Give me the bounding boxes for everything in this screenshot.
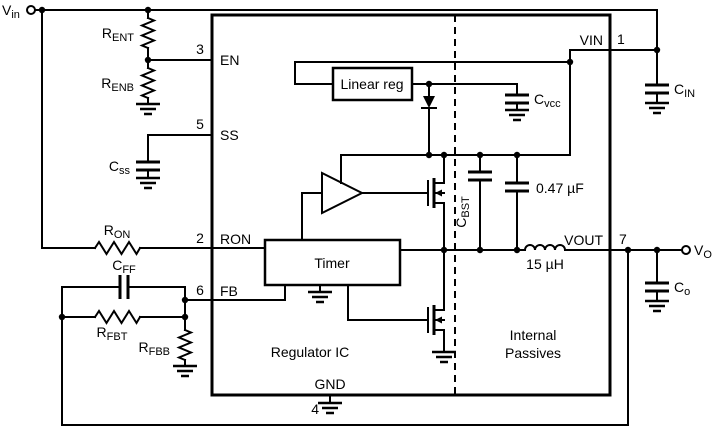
pin-vout-number: 7: [619, 231, 627, 247]
pin-vin-label: VIN: [580, 32, 603, 48]
capacitor-cff: [118, 275, 130, 299]
pin-fb-label: FB: [220, 283, 238, 299]
junction-dots: [38, 6, 661, 321]
cbst-label: CBST: [453, 196, 472, 228]
rfbt-label: RFBT: [97, 324, 128, 343]
vout-terminal-label: VO: [694, 242, 712, 261]
renb-label: RENB: [101, 75, 134, 94]
linear-reg-label: Linear reg: [340, 76, 403, 92]
resistor-ron: [93, 240, 142, 256]
inductor-value-label: 15 µH: [526, 256, 564, 272]
pin-ron-number: 2: [196, 230, 204, 246]
pin-en-label: EN: [220, 52, 239, 68]
capacitor-co: [645, 281, 669, 293]
vin-terminal-label: Vin: [2, 2, 20, 21]
rent-label: RENT: [102, 25, 134, 44]
resistor-renb: [139, 66, 157, 100]
co-label: Co: [674, 279, 690, 298]
pin-ron-label: RON: [220, 231, 251, 247]
cff-label: CFF: [112, 257, 136, 276]
cin-label: CIN: [674, 81, 695, 100]
low-side-mosfet: [427, 305, 445, 335]
capacitor-cin: [645, 83, 669, 95]
pin-fb-number: 6: [196, 282, 204, 298]
inductor-15uh: [523, 244, 567, 252]
cboot-value-label: 0.47 µF: [536, 180, 584, 196]
capacitor-cbst: [468, 170, 492, 182]
pin-en-number: 3: [196, 41, 204, 57]
internal-passives-label-1: Internal: [510, 327, 557, 343]
timer-block: [263, 238, 402, 287]
wires: [34, 9, 683, 426]
capacitor-cvcc: [505, 93, 529, 105]
internal-passives-label-2: Passives: [505, 345, 561, 361]
vin-terminal: [26, 5, 36, 15]
linear-reg-block: [331, 66, 414, 102]
pin-ss-number: 5: [196, 116, 204, 132]
pin-vout-label: VOUT: [564, 232, 603, 248]
cvcc-label: Cvcc: [534, 91, 561, 110]
timer-label: Timer: [314, 255, 350, 271]
high-side-mosfet: [427, 178, 445, 208]
gate-driver-triangle: [321, 171, 365, 215]
regulator-ic-label: Regulator IC: [271, 344, 350, 360]
capacitor-css: [136, 160, 160, 172]
regulator-ic-outline: [210, 13, 612, 397]
resistor-rfbt: [93, 309, 142, 325]
pin-gnd-label: GND: [314, 376, 345, 392]
diode: [421, 96, 437, 109]
ron-label: RON: [104, 222, 131, 241]
pin-ss-label: SS: [220, 127, 239, 143]
pin-vin-number: 1: [617, 31, 625, 47]
capacitor-cboot-047uf: [505, 181, 529, 193]
css-label: Css: [109, 158, 131, 177]
rfbb-label: RFBB: [138, 339, 170, 358]
resistor-rfbb: [176, 328, 194, 362]
pin-gnd-number: 4: [311, 401, 319, 417]
resistor-rent: [139, 16, 157, 50]
vout-terminal: [681, 245, 691, 255]
